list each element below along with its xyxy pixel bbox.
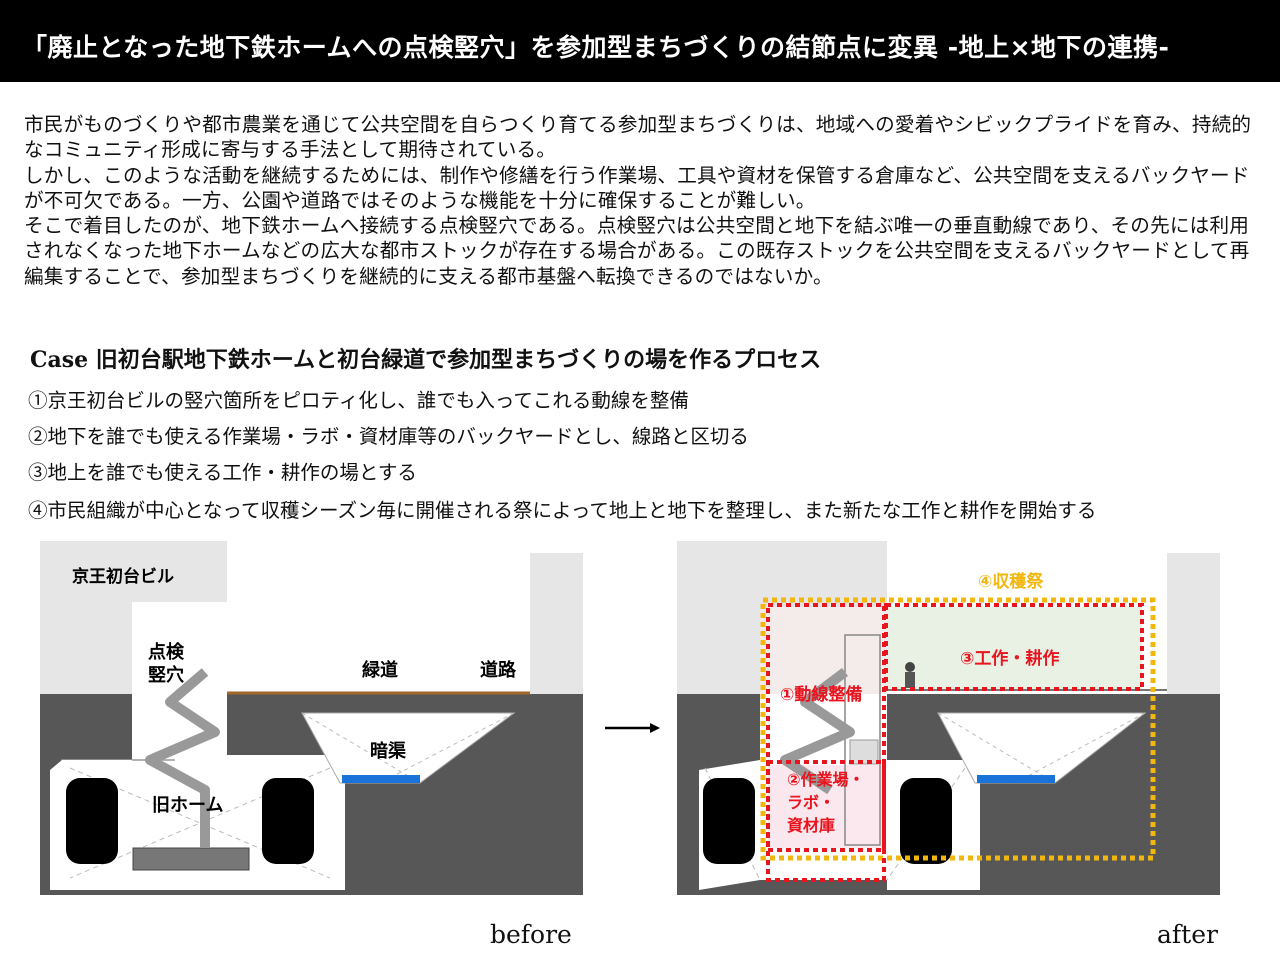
elevator-car [849, 739, 879, 765]
intro-paragraph-1: 市民がものづくりや都市農業を通じて公共空間を自らつくり育てる参加型まちづくりは、… [24, 113, 1252, 162]
label-workshop-2: ラボ・ [787, 793, 835, 812]
label-festival: ④収穫祭 [978, 571, 1044, 592]
label-road: 道路 [480, 659, 517, 681]
workshop-frame [766, 760, 886, 852]
culvert-hidden-line [301, 712, 421, 784]
step-3: ③地上を誰でも使える工作・耕作の場とする [28, 461, 417, 484]
shaft-upper [132, 602, 227, 694]
pilotis-space [760, 607, 887, 694]
label-workshop-1: ②作業場・ [787, 770, 865, 789]
old-platform [132, 847, 250, 871]
step-1: ①京王初台ビルの竪穴箇所をピロティ化し、誰でも入ってこれる動線を整備 [28, 389, 689, 412]
label-workshop-farm: ③工作・耕作 [960, 648, 1059, 669]
farm-zone [887, 607, 1142, 690]
caption-before: before [490, 920, 572, 949]
train-left [66, 778, 118, 864]
case-title: Case 旧初台駅地下鉄ホームと初台緑道で参加型まちづくりの場を作るプロセス [30, 347, 822, 373]
road-building [530, 553, 583, 694]
spiral-stairs-after [780, 668, 855, 795]
label-shaft-2: 竪穴 [148, 664, 184, 686]
label-old-platform: 旧ホーム [152, 795, 223, 816]
label-culvert: 暗渠 [370, 740, 406, 762]
train-left-after [703, 778, 755, 864]
culvert-water [342, 775, 420, 783]
culvert-hidden-line [1014, 712, 1146, 784]
step-4: ④市民組織が中心となって収穫シーズン毎に開催される祭によって地上と地下を整理し、… [28, 499, 1097, 522]
before-section: 京王初台ビル 点検 竪穴 緑道 道路 暗渠 旧ホーム [40, 541, 583, 895]
transition-arrow [605, 723, 660, 733]
label-greenway: 緑道 [362, 659, 398, 681]
elevator-shaft [844, 634, 881, 846]
step-2: ②地下を誰でも使える作業場・ラボ・資材庫等のバックヤードとし、線路と区切る [28, 425, 749, 448]
road-building-after [1167, 553, 1220, 694]
intro-paragraph-2: しかし、このような活動を継続するためには、制作や修繕を行う作業場、工具や資材を保… [24, 163, 1250, 212]
label-workshop-3: 資材庫 [787, 816, 835, 835]
intro-text: 市民がものづくりや都市農業を通じて公共空間を自らつくり育てる参加型まちづくりは、… [24, 112, 1260, 289]
circulation-frame [766, 603, 886, 882]
culvert-hidden-line [937, 712, 1056, 784]
farm-frame [884, 603, 1144, 691]
culvert-hidden-line [379, 712, 515, 784]
label-shaft-1: 点検 [148, 641, 185, 663]
culvert-water-after [977, 775, 1055, 783]
train-right [262, 778, 314, 864]
spiral-stairs [145, 668, 220, 848]
label-circulation: ①動線整備 [780, 684, 862, 705]
train-right-after [900, 778, 952, 864]
person-figure [905, 662, 915, 688]
header-bar: 「廃止となった地下鉄ホームへの点検竪穴」を参加型まちづくりの結節点に変異 -地上… [0, 0, 1280, 82]
after-section: ④収穫祭 ③工作・耕作 ①動線整備 ②作業場・ ラボ・ 資材庫 [677, 541, 1220, 895]
caption-after: after [1157, 920, 1218, 949]
intro-paragraph-3: そこで着目したのが、地下鉄ホームへ接続する点検竪穴である。点検竪穴は公共空間と地… [24, 214, 1250, 288]
tunnel-hidden-line [886, 767, 966, 881]
workshop-zone [768, 765, 884, 848]
label-keio-building: 京王初台ビル [72, 566, 174, 587]
page-title: 「廃止となった地下鉄ホームへの点検竪穴」を参加型まちづくりの結節点に変異 -地上… [22, 33, 1170, 62]
